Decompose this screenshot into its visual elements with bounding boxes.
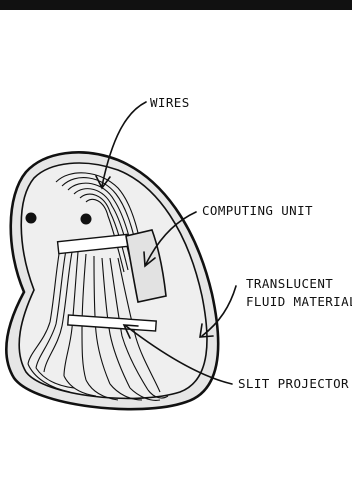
- label-wires: WIRES: [150, 95, 190, 111]
- label-slit-projector: SLIT PROJECTOR: [238, 376, 349, 392]
- label-translucent-line1: TRANSLUCENT: [246, 276, 333, 292]
- label-computing-unit: COMPUTING UNIT: [202, 203, 313, 219]
- right-eye-dot: [81, 214, 92, 225]
- left-eye-dot: [26, 213, 37, 224]
- label-translucent-line2: FLUID MATERIAL: [246, 294, 352, 310]
